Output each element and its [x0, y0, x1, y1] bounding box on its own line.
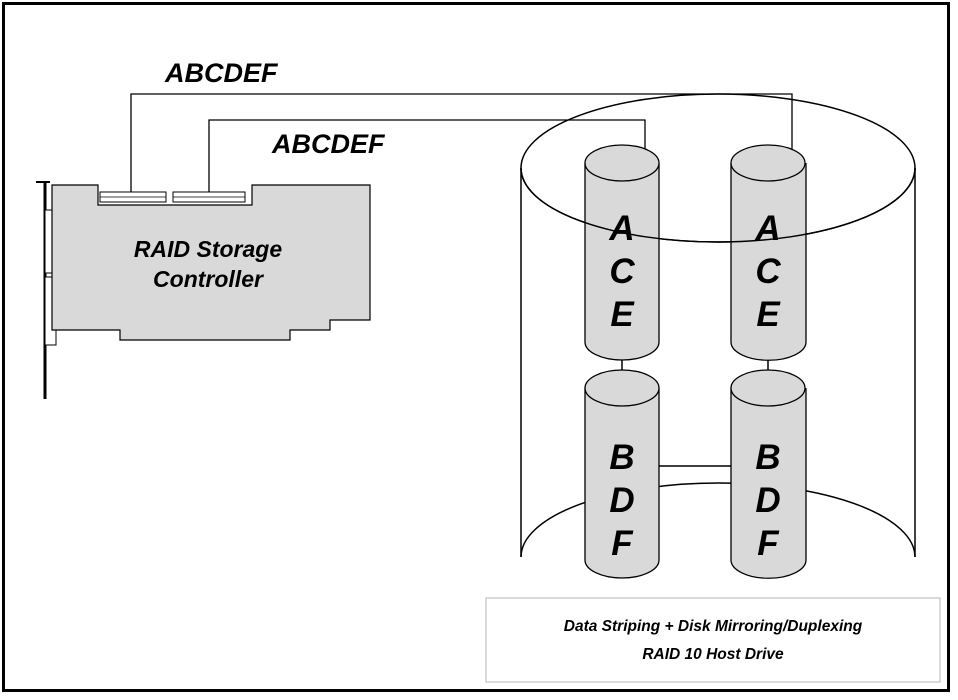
- raid-controller-card: [36, 181, 371, 399]
- controller-cables: [130, 93, 793, 193]
- disk-connectors: [621, 360, 769, 467]
- host-drive-top-rim: [520, 167, 916, 243]
- disk-bottom-left-letter-3: F: [611, 524, 634, 563]
- disk-bottom-right-letter-3: F: [757, 524, 780, 563]
- disk-bottom-left-letter-1: B: [609, 438, 634, 477]
- disk-top-left-letter-1: A: [608, 209, 634, 248]
- cable-label-outer: ABCDEF: [164, 58, 279, 88]
- disk-bottom-right-letter-2: D: [755, 481, 780, 520]
- disk-top-left-letter-2: C: [609, 252, 635, 291]
- disk-top-right: [730, 144, 807, 361]
- disk-top-right-letter-1: A: [754, 209, 780, 248]
- controller-label-line1: RAID Storage: [134, 236, 282, 262]
- cable-label-inner: ABCDEF: [271, 129, 386, 159]
- disk-top-right-letter-2: C: [755, 252, 781, 291]
- disk-bottom-right: [730, 369, 807, 579]
- caption-line1: Data Striping + Disk Mirroring/Duplexing: [564, 618, 863, 635]
- disk-top-left-letter-3: E: [610, 295, 635, 334]
- disk-bottom-right-letter-1: B: [755, 438, 780, 477]
- caption-line2: RAID 10 Host Drive: [642, 646, 784, 663]
- disk-bottom-left: [584, 369, 660, 579]
- caption-box: [485, 597, 941, 683]
- disk-top-left: [584, 144, 660, 361]
- disk-bottom-left-letter-2: D: [609, 481, 634, 520]
- controller-label-line2: Controller: [153, 266, 264, 292]
- host-drive-cylinder: [520, 93, 916, 558]
- disk-top-right-letter-3: E: [756, 295, 781, 334]
